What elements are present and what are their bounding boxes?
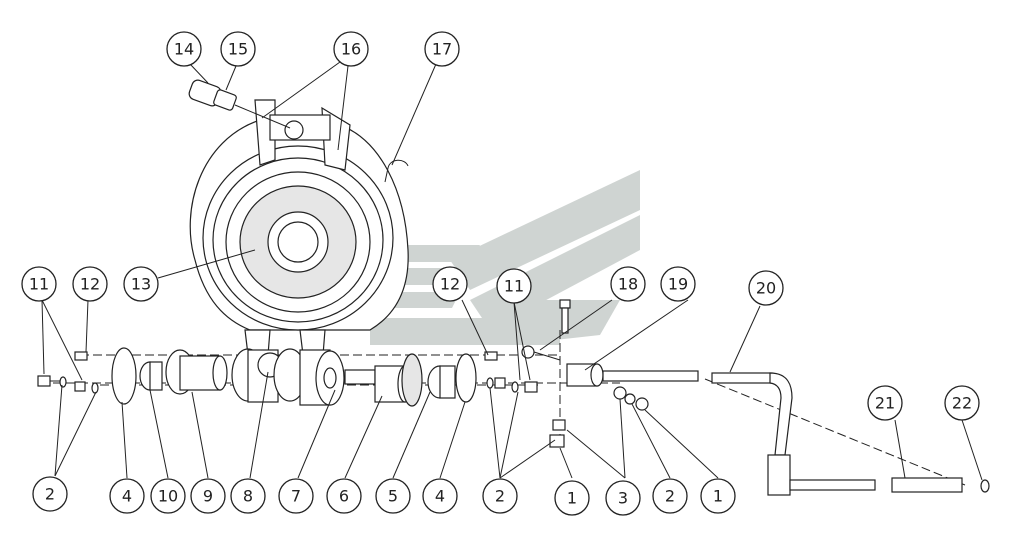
callout-19: 19 [660, 266, 696, 302]
bearing-7 [299, 349, 345, 406]
callout-5: 5 [375, 478, 411, 514]
callout-7: 7 [278, 478, 314, 514]
svg-text:5: 5 [388, 487, 398, 506]
hook-part [384, 159, 409, 183]
svg-text:16: 16 [341, 40, 361, 59]
washer-2 [624, 393, 636, 405]
housing-assembly [189, 99, 409, 356]
svg-text:17: 17 [432, 40, 452, 59]
callout-22: 22 [944, 385, 980, 421]
callout-1-mid: 1 [554, 480, 590, 516]
callout-2-right: 2 [652, 478, 688, 514]
svg-text:2: 2 [45, 485, 55, 504]
callout-12-right: 12 [432, 266, 468, 302]
svg-text:13: 13 [131, 275, 151, 294]
callout-11-right: 11 [496, 268, 532, 304]
svg-text:2: 2 [495, 487, 505, 506]
bushing-10 [139, 361, 163, 391]
svg-text:1: 1 [567, 489, 577, 508]
bearing-8 [231, 348, 307, 403]
flange-left [111, 347, 137, 405]
callout-1-right: 1 [700, 478, 736, 514]
svg-text:18: 18 [618, 275, 638, 294]
cap-22 [980, 479, 990, 493]
nut-1 [635, 397, 649, 411]
svg-text:20: 20 [756, 279, 776, 298]
watermark-logo [370, 170, 640, 345]
svg-text:2: 2 [665, 487, 675, 506]
svg-text:11: 11 [504, 277, 524, 296]
callout-11-left: 11 [21, 266, 57, 302]
flange-right [455, 353, 477, 403]
grease-fitting [188, 79, 291, 129]
callout-2-left: 2 [32, 476, 68, 512]
washer-3 [613, 386, 627, 400]
svg-text:9: 9 [203, 487, 213, 506]
svg-text:12: 12 [80, 275, 100, 294]
callout-17: 17 [424, 31, 460, 67]
callout-2-mid: 2 [482, 478, 518, 514]
callout-12-left: 12 [72, 266, 108, 302]
callout-9: 9 [190, 478, 226, 514]
svg-text:22: 22 [952, 394, 972, 413]
svg-text:15: 15 [228, 40, 248, 59]
callout-13: 13 [123, 266, 159, 302]
svg-text:11: 11 [29, 275, 49, 294]
bearing-5 [401, 353, 456, 407]
callout-20: 20 [748, 270, 784, 306]
callout-8: 8 [230, 478, 266, 514]
svg-text:19: 19 [668, 275, 688, 294]
right-bolts [484, 351, 566, 448]
callout-14: 14 [166, 31, 202, 67]
callout-18: 18 [610, 266, 646, 302]
svg-text:4: 4 [435, 487, 445, 506]
left-bolts [37, 351, 99, 394]
coupling-19 [566, 363, 699, 387]
svg-text:3: 3 [618, 489, 628, 508]
svg-text:21: 21 [875, 394, 895, 413]
shaft-6 [344, 365, 413, 403]
svg-text:6: 6 [339, 487, 349, 506]
svg-text:1: 1 [713, 487, 723, 506]
leader-lines [41, 61, 983, 481]
callout-10: 10 [150, 478, 186, 514]
callout-15: 15 [220, 31, 256, 67]
crank-handle-20 [711, 372, 876, 496]
svg-text:8: 8 [243, 487, 253, 506]
callout-6: 6 [326, 478, 362, 514]
callout-4-right: 4 [422, 478, 458, 514]
callout-21: 21 [867, 385, 903, 421]
svg-text:7: 7 [291, 487, 301, 506]
svg-text:14: 14 [174, 40, 194, 59]
svg-text:12: 12 [440, 275, 460, 294]
flange-9 [165, 349, 228, 395]
sleeve-21 [891, 477, 963, 493]
svg-text:4: 4 [122, 487, 132, 506]
callout-4-left: 4 [109, 478, 145, 514]
callout-16: 16 [333, 31, 369, 67]
svg-text:10: 10 [158, 487, 178, 506]
callout-3: 3 [605, 480, 641, 516]
